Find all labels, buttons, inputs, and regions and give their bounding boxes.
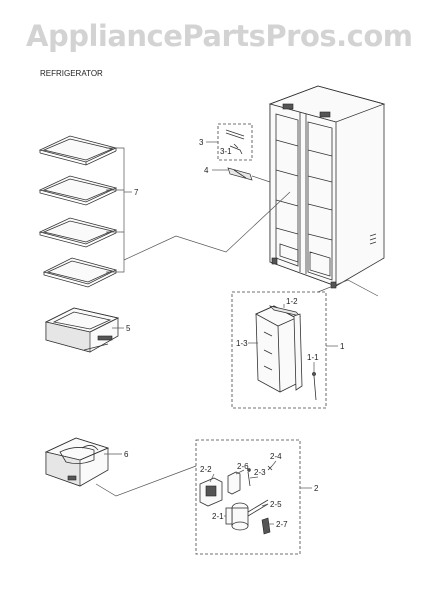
leader-1-to-cabinet bbox=[317, 279, 379, 297]
part-7-glass-shelves[interactable] bbox=[38, 135, 118, 288]
callout-2-2: 2-2 bbox=[200, 465, 212, 474]
part-6-lower-bin[interactable] bbox=[44, 437, 110, 487]
callout-2-7: 2-7 bbox=[276, 520, 288, 529]
leader-6-to-2 bbox=[95, 465, 197, 497]
diagram-title: REFRIGERATOR bbox=[40, 69, 103, 78]
callout-2-1: 2-1 bbox=[212, 512, 224, 521]
callout-2-6: 2-6 bbox=[237, 462, 249, 471]
callout-7: 7 bbox=[134, 188, 139, 197]
callout-2-5: 2-5 bbox=[270, 500, 282, 509]
part-5-crisper-drawer[interactable] bbox=[44, 307, 120, 353]
callout-2: 2 bbox=[314, 484, 319, 493]
leader-shelves-to-cabinet bbox=[123, 191, 291, 261]
callout-5: 5 bbox=[126, 324, 131, 333]
part-3-bracket-group[interactable] bbox=[217, 123, 253, 161]
callout-3: 3 bbox=[199, 138, 204, 147]
callout-2-4: 2-4 bbox=[270, 452, 282, 461]
callout-4: 4 bbox=[204, 166, 209, 175]
callout-1-2: 1-2 bbox=[286, 297, 298, 306]
leader-7 bbox=[106, 147, 125, 273]
callout-1-3: 1-3 bbox=[236, 339, 248, 348]
part-1-assembly[interactable] bbox=[231, 291, 327, 409]
callout-6: 6 bbox=[124, 450, 129, 459]
part-2-assembly[interactable] bbox=[195, 439, 301, 555]
watermark-text: AppliancePartsPros.com bbox=[26, 19, 412, 53]
callout-2-3: 2-3 bbox=[254, 468, 266, 477]
refrigerator-cabinet[interactable] bbox=[268, 85, 386, 289]
callout-3-1: 3-1 bbox=[220, 147, 232, 156]
part-4-strip[interactable] bbox=[227, 167, 253, 181]
callout-1-1: 1-1 bbox=[307, 353, 319, 362]
leader-brackets-to-cabinet bbox=[251, 175, 271, 183]
callout-1: 1 bbox=[340, 342, 345, 351]
